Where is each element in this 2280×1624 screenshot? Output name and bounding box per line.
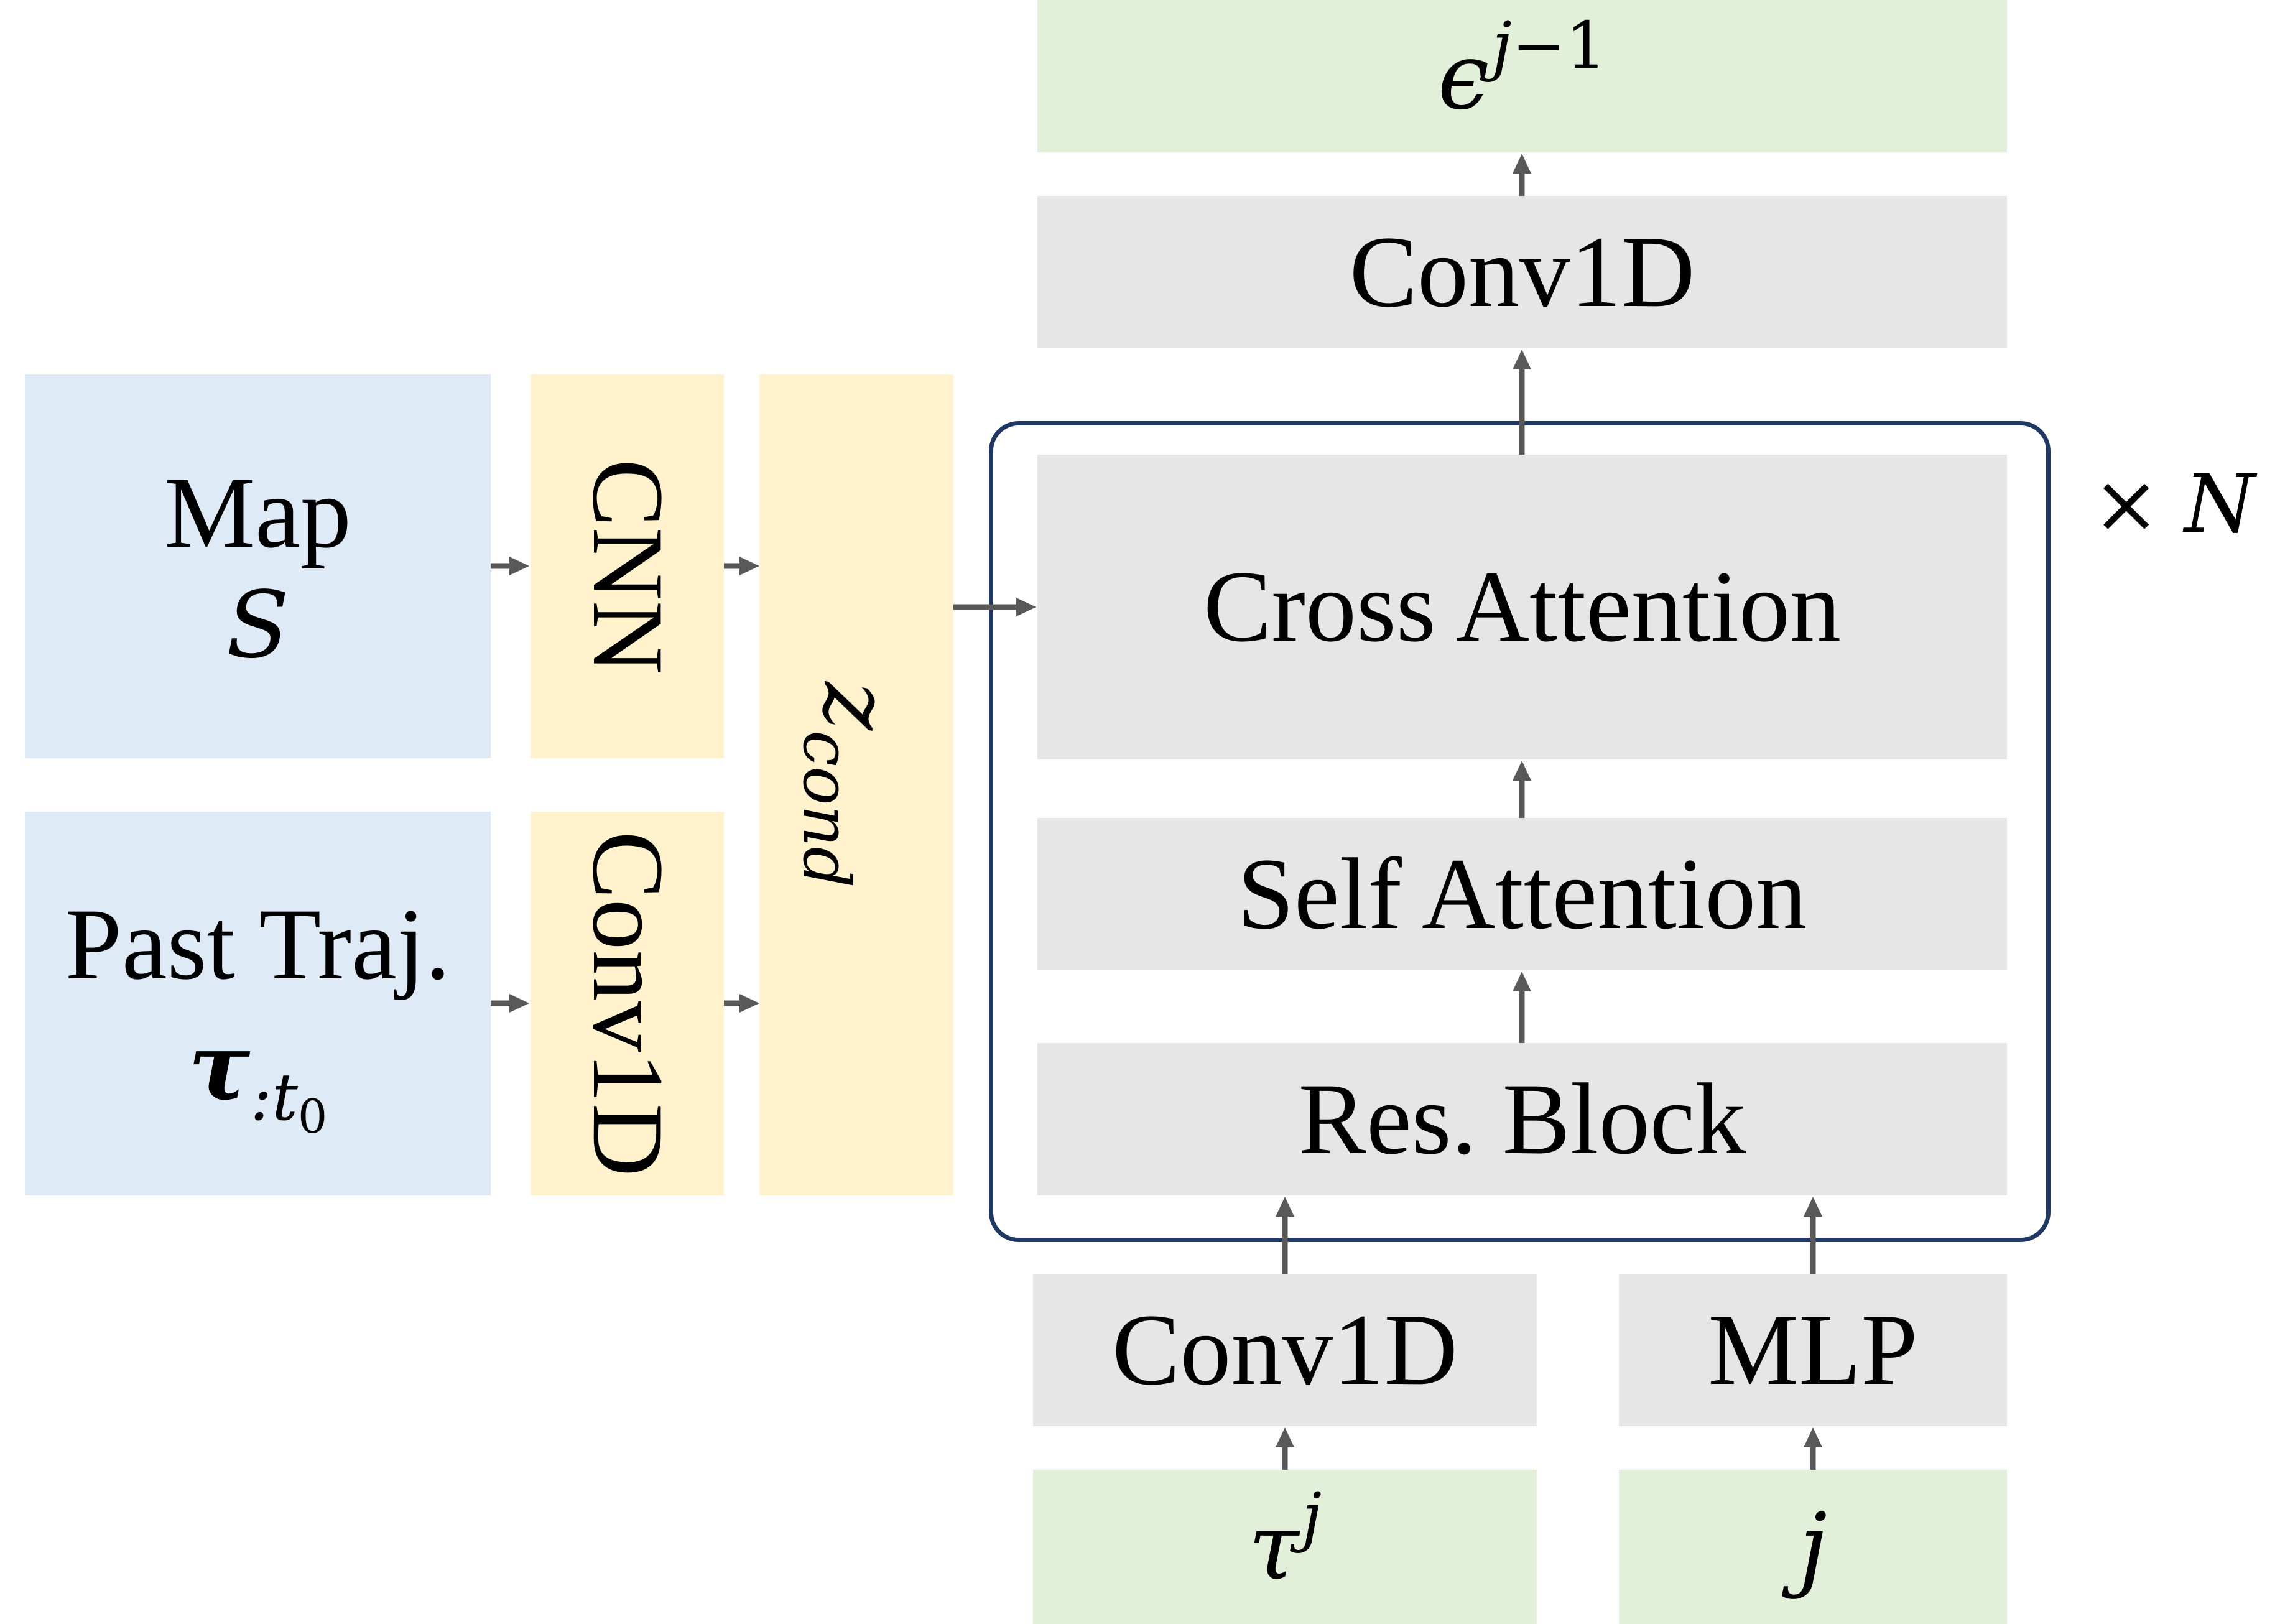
past-tau-subsub: 0 [297, 1090, 328, 1144]
trajectory-conv1d-block: Conv1D [1033, 1274, 1537, 1426]
arrow-tau-to-conv1d [1276, 1427, 1294, 1470]
cnn-label: CNN [571, 458, 684, 674]
tau-symbol: τ [1248, 1493, 1299, 1600]
output-noise-label: ϵj−1 [1438, 14, 1607, 122]
map-input-text: Map S [164, 462, 351, 671]
past-conv1d-encoder-block: Conv1D [531, 812, 724, 1195]
tau-superscript: j [1301, 1479, 1322, 1554]
map-input-box: Map S [25, 374, 491, 758]
res-block: Res. Block [1037, 1043, 2007, 1195]
mlp-block: MLP [1619, 1274, 2007, 1426]
z-subscript: cond [788, 730, 863, 888]
condition-embedding-block: zcond [759, 374, 953, 1195]
noisy-trajectory-label: τj [1248, 1485, 1322, 1593]
arrow-step-to-mlp [1804, 1427, 1822, 1470]
arrow-past-to-conv1d [491, 994, 529, 1013]
arrow-map-to-cnn [491, 557, 529, 575]
past-conv1d-label: Conv1D [571, 830, 684, 1177]
arrow-conv1d-to-condition [724, 994, 759, 1013]
past-trajectory-input-box: Past Traj. τ:t0 [25, 812, 491, 1195]
arrow-conv1d-to-output [1513, 154, 1531, 196]
cnn-encoder-block: CNN [531, 374, 724, 758]
past-trajectory-text: Past Traj. τ:t0 [65, 888, 451, 1140]
output-superscript: j−1 [1492, 9, 1607, 83]
mlp-label: MLP [1708, 1293, 1918, 1406]
z-symbol: z [803, 682, 910, 731]
past-tau-subscript: :t0 [250, 1060, 327, 1139]
map-symbol: S [226, 571, 290, 679]
res-block-label: Res. Block [1298, 1062, 1746, 1176]
output-sup-rest: −1 [1511, 9, 1607, 84]
output-sup-var: j [1491, 9, 1512, 84]
cross-attention-label: Cross Attention [1203, 550, 1842, 663]
output-conv1d-label: Conv1D [1349, 215, 1695, 328]
past-tau-symbol: τ [188, 1013, 251, 1121]
self-attention-block: Self Attention [1037, 818, 2007, 970]
cross-attention-block: Cross Attention [1037, 455, 2007, 759]
epsilon-symbol: ϵ [1437, 22, 1490, 130]
trajectory-conv1d-label: Conv1D [1112, 1293, 1458, 1406]
output-noise-box: ϵj−1 [1037, 0, 2007, 152]
past-trajectory-symbol: τ:t0 [188, 1021, 328, 1140]
past-trajectory-label: Past Traj. [65, 888, 451, 1001]
map-label: Map [164, 456, 351, 569]
past-tau-sub-text: :t [250, 1060, 298, 1136]
output-conv1d-block: Conv1D [1037, 196, 2007, 348]
repeat-count-label: ×N [2077, 435, 2270, 572]
condition-embedding-label: zcond [789, 682, 910, 888]
diffusion-step-label: j [1799, 1493, 1827, 1600]
arrow-cnn-to-condition [724, 557, 759, 575]
diffusion-step-input-box: j [1619, 1470, 2007, 1624]
noisy-trajectory-input-box: τj [1033, 1470, 1537, 1624]
repeat-n: N [2184, 457, 2255, 551]
times-symbol: × [2092, 457, 2161, 551]
self-attention-label: Self Attention [1237, 837, 1807, 950]
